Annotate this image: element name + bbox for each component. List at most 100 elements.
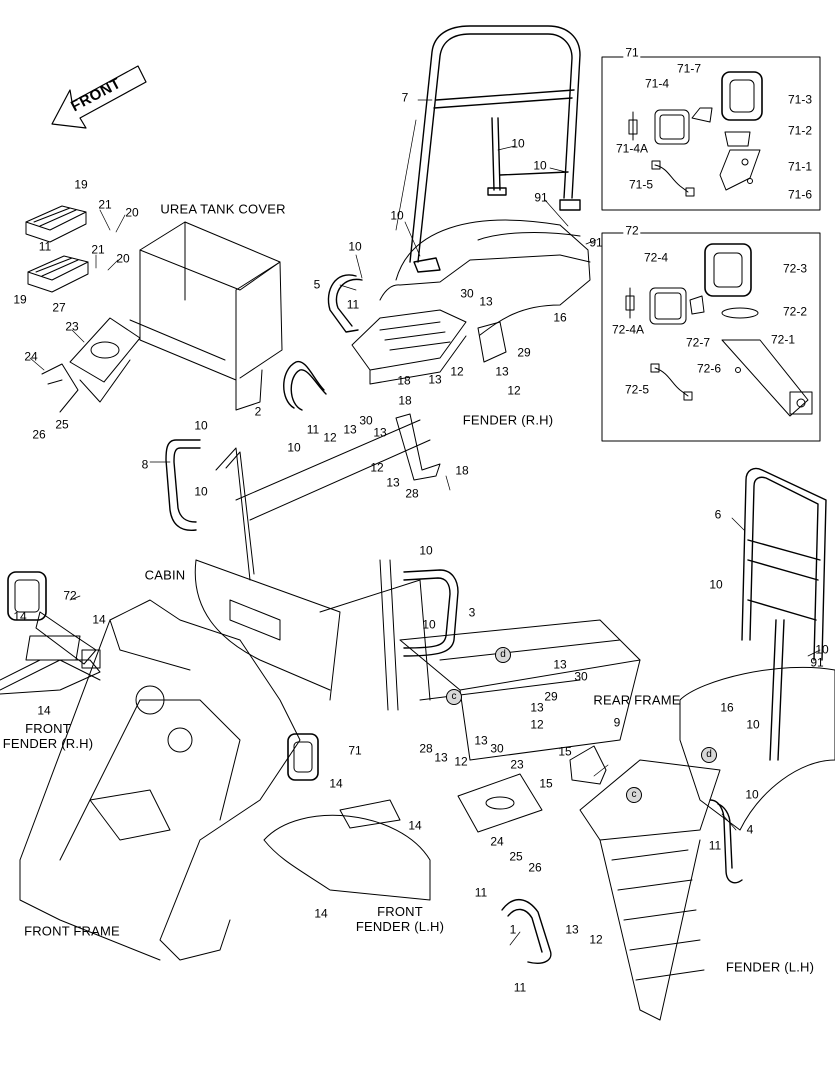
callout-26-b: 26 [528,860,542,875]
inset-71-part-1: 71-1 [787,159,813,174]
callout-12-g: 12 [589,932,603,947]
inset-71-part-5: 71-5 [628,177,654,192]
callout-19-b: 19 [13,292,27,307]
inset-72-frame [601,232,821,442]
handrail-3 [403,569,459,657]
callout-10-d: 10 [348,239,362,254]
callout-29-a: 29 [517,345,531,360]
front-fender-rh [0,635,101,695]
inset-72-part-6: 72-6 [696,361,722,376]
marker-d-lower: d [701,747,717,763]
callout-5: 5 [313,277,321,292]
callout-10-i: 10 [419,543,433,558]
bracket-29 [477,321,507,363]
fender-rh [379,219,591,336]
callout-29-b: 29 [544,689,558,704]
callout-10-f: 10 [194,484,208,499]
caption-rear-frame: REAR FRAME [593,692,681,708]
rear-frame [399,619,641,761]
callout-12-c: 12 [323,430,337,445]
callout-30-d: 30 [490,741,504,756]
callout-25-a: 25 [55,417,69,432]
caption-urea-tank-cover: UREA TANK COVER [160,201,286,217]
callout-72: 72 [63,588,77,603]
callout-27: 27 [52,300,66,315]
leader-lines [29,99,821,946]
caption-front-fender-rh: FRONT FENDER (R.H) [2,721,94,751]
inset-71-part-4a: 71-4A [615,141,649,156]
callout-13-c: 13 [495,364,509,379]
callout-13-f: 13 [386,475,400,490]
callout-11-c: 11 [306,422,320,437]
inset-71-part-4: 71-4 [644,76,670,91]
callout-10-h: 10 [815,642,829,657]
callout-12-f: 12 [454,754,468,769]
callout-7: 7 [401,90,409,105]
callout-14-e: 14 [408,818,422,833]
callout-8: 8 [141,457,149,472]
inset-72-title: 72 [623,223,641,238]
callout-30-b: 30 [359,413,373,428]
callout-13-a: 13 [479,294,493,309]
callout-13-e: 13 [373,425,387,440]
callout-12-d: 12 [370,460,384,475]
callout-10-k: 10 [746,717,760,732]
callout-13-g: 13 [553,657,567,672]
work-lamp-71-icon [628,71,763,197]
step-19-upper [25,205,87,243]
callout-16-a: 16 [553,310,567,325]
handrail-4 [709,799,743,884]
marker-c-lower: c [626,787,642,803]
callout-18-a: 18 [397,373,411,388]
urea-tank-cover [129,221,283,411]
callout-3: 3 [468,605,476,620]
inset-71-title: 71 [623,45,641,60]
plate-23-lower [457,773,543,833]
callout-14-b: 14 [92,612,106,627]
grille-23 [69,317,141,403]
inset-72-part-2: 72-2 [782,304,808,319]
inset-72-part-7: 72-7 [685,335,711,350]
callout-91-a: 91 [534,190,548,205]
step-19-lower [27,255,89,293]
caption-fender-lh: FENDER (L.H) [725,959,815,975]
callout-13-b: 13 [428,372,442,387]
callout-14-c: 14 [37,703,51,718]
handrail-5 [327,274,363,333]
callout-21-b: 21 [91,242,105,257]
callout-14-f: 14 [314,906,328,921]
front-frame [0,599,301,961]
callout-20-a: 20 [125,205,139,220]
front-arrow-icon [51,65,147,129]
front-lamp-72-icon [7,571,101,669]
inset-71-part-6: 71-6 [787,187,813,202]
cabin [194,419,431,711]
callout-10-g: 10 [709,577,723,592]
callout-9: 9 [613,715,621,730]
inset-71-part-3: 71-3 [787,92,813,107]
callout-24-a: 24 [24,349,38,364]
inset-71-part-2: 71-2 [787,123,813,138]
callout-2: 2 [254,404,262,419]
callout-10-l: 10 [745,787,759,802]
work-lamp-72-icon [625,243,813,417]
inset-71-frame [601,56,821,211]
step-platform-rh [351,309,467,385]
callout-28-b: 28 [419,741,433,756]
handrail-1 [501,899,552,964]
handrail-2 [283,360,327,411]
inset-72-part-1: 72-1 [770,332,796,347]
marker-c-upper: c [446,689,462,705]
inset-72-part-4: 72-4 [643,250,669,265]
callout-15-a: 15 [558,744,572,759]
callout-10-b: 10 [533,158,547,173]
callout-10-e: 10 [194,418,208,433]
callout-18-b: 18 [398,393,412,408]
callout-13-j: 13 [434,750,448,765]
callout-13-h: 13 [530,700,544,715]
bracket-28 [395,413,441,481]
callout-20-b: 20 [116,251,130,266]
callout-6: 6 [714,507,722,522]
